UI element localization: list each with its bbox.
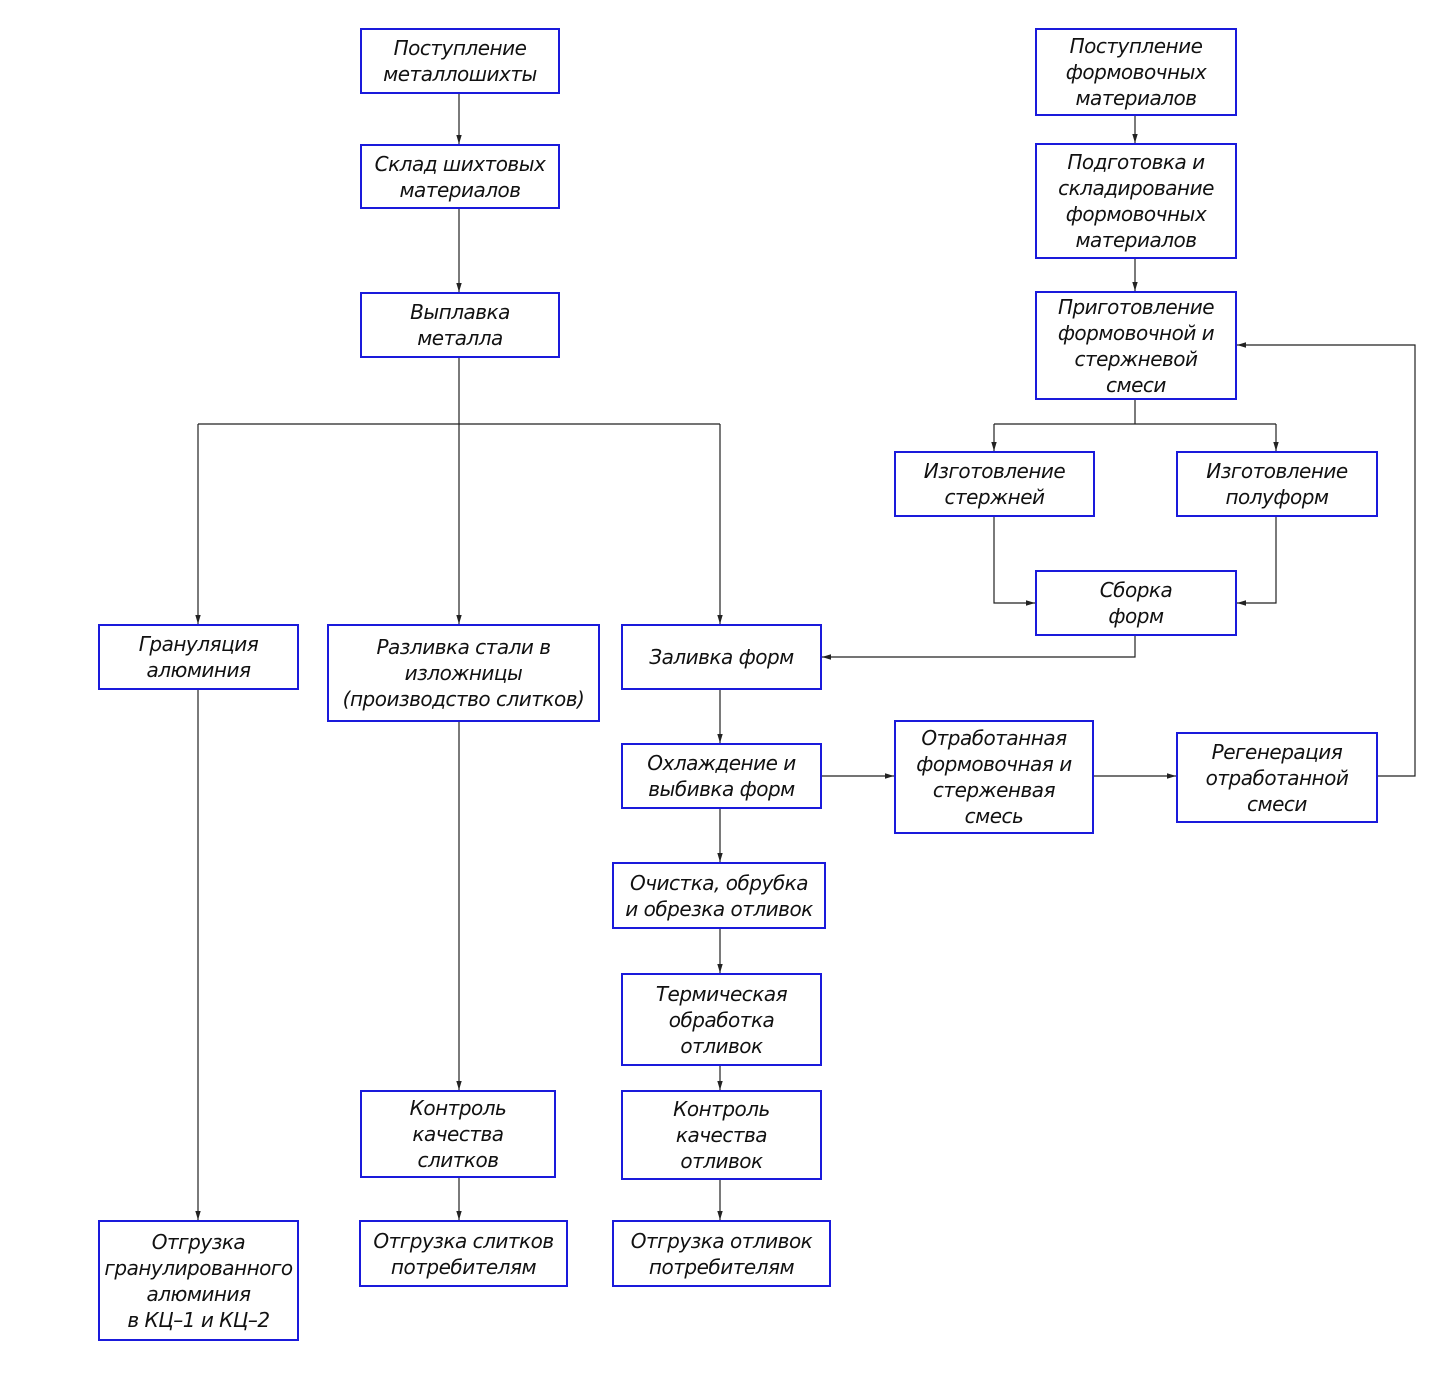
label-izgotovlenie-sterzhney: Изготовление стержней: [923, 459, 1066, 509]
label-sklad-shikhtovykh: Склад шихтовых материалов: [374, 151, 546, 202]
arrow-poluformy-to-sborka: [1237, 517, 1277, 606]
label-termicheskaya: Термическая обработка отливок: [655, 981, 788, 1058]
label-otgruzka-slitkov: Отгрузка слитков потребителям: [373, 1228, 554, 1279]
arrow-sborka-to-zalivka: [822, 636, 1136, 660]
label-postuplenie-metalloshikhty: Поступление металлошихты: [383, 36, 537, 86]
box-otrabotannaya-smes: Отработанная формовочная и стерженвая см…: [894, 720, 1094, 834]
box-ochistka: Очистка, обрубка и обрезка отливок: [612, 862, 826, 929]
box-podgotovka: Подготовка и складирование формовочных м…: [1035, 143, 1237, 259]
box-otgruzka-granul: Отгрузка гранулированного алюминия в КЦ–…: [98, 1220, 299, 1341]
label-kontrol-slitkov: Контроль качества слитков: [409, 1096, 507, 1172]
box-izgotovlenie-sterzhney: Изготовление стержней: [894, 451, 1095, 517]
label-razlivka: Разливка стали в изложницы (производство…: [342, 635, 585, 711]
box-okhlazhdenie: Охлаждение и выбивка форм: [621, 743, 822, 809]
label-ochistka: Очистка, обрубка и обрезка отливок: [625, 870, 813, 921]
label-granulyatsiya: Грануляция алюминия: [138, 632, 259, 682]
box-granulyatsiya: Грануляция алюминия: [98, 624, 299, 690]
label-sborka: Сборка форм: [1099, 578, 1173, 628]
label-vyplavka: Выплавка металла: [410, 300, 510, 350]
label-otgruzka-otlivok: Отгрузка отливок потребителям: [630, 1228, 813, 1279]
label-regeneratsiya: Регенерация отработанной смеси: [1205, 739, 1349, 816]
label-podgotovka: Подготовка и складирование формовочных м…: [1058, 150, 1214, 252]
label-kontrol-otlivok: Контроль качества отливок: [673, 1097, 770, 1173]
box-kontrol-slitkov: Контроль качества слитков: [360, 1090, 556, 1178]
box-razlivka: Разливка стали в изложницы (производство…: [327, 624, 600, 722]
label-prigotovlenie: Приготовление формовочной и стержневой с…: [1057, 294, 1215, 397]
box-izgotovlenie-poluform: Изготовление полуформ: [1176, 451, 1378, 517]
arrow-sterzhni-to-sborka: [993, 517, 1035, 606]
label-otgruzka-granul: Отгрузка гранулированного алюминия в КЦ–…: [104, 1229, 293, 1332]
box-prigotovlenie: Приготовление формовочной и стержневой с…: [1035, 291, 1237, 400]
label-zalivka: Заливка форм: [649, 645, 794, 669]
box-zalivka: Заливка форм: [621, 624, 822, 690]
box-postuplenie-metalloshikhty: Поступление металлошихты: [360, 28, 560, 94]
label-izgotovlenie-poluform: Изготовление полуформ: [1206, 459, 1348, 509]
box-postuplenie-formovochnykh: Поступление формовочных материалов: [1035, 28, 1237, 116]
box-sborka: Сборка форм: [1035, 570, 1237, 636]
label-postuplenie-formovochnykh: Поступление формовочных материалов: [1065, 34, 1207, 110]
box-regeneratsiya: Регенерация отработанной смеси: [1176, 732, 1378, 823]
box-vyplavka: Выплавка металла: [360, 292, 560, 358]
box-kontrol-otlivok: Контроль качества отливок: [621, 1090, 822, 1180]
label-okhlazhdenie: Охлаждение и выбивка форм: [647, 751, 796, 801]
box-sklad-shikhtovykh: Склад шихтовых материалов: [360, 144, 560, 209]
box-otgruzka-otlivok: Отгрузка отливок потребителям: [612, 1220, 831, 1287]
box-otgruzka-slitkov: Отгрузка слитков потребителям: [359, 1220, 568, 1287]
arrow-regeneratsiya-to-prigotovlenie: [1237, 342, 1416, 777]
label-otrabotannaya-smes: Отработанная формовочная и стерженвая см…: [916, 726, 1072, 828]
box-termicheskaya: Термическая обработка отливок: [621, 973, 822, 1066]
